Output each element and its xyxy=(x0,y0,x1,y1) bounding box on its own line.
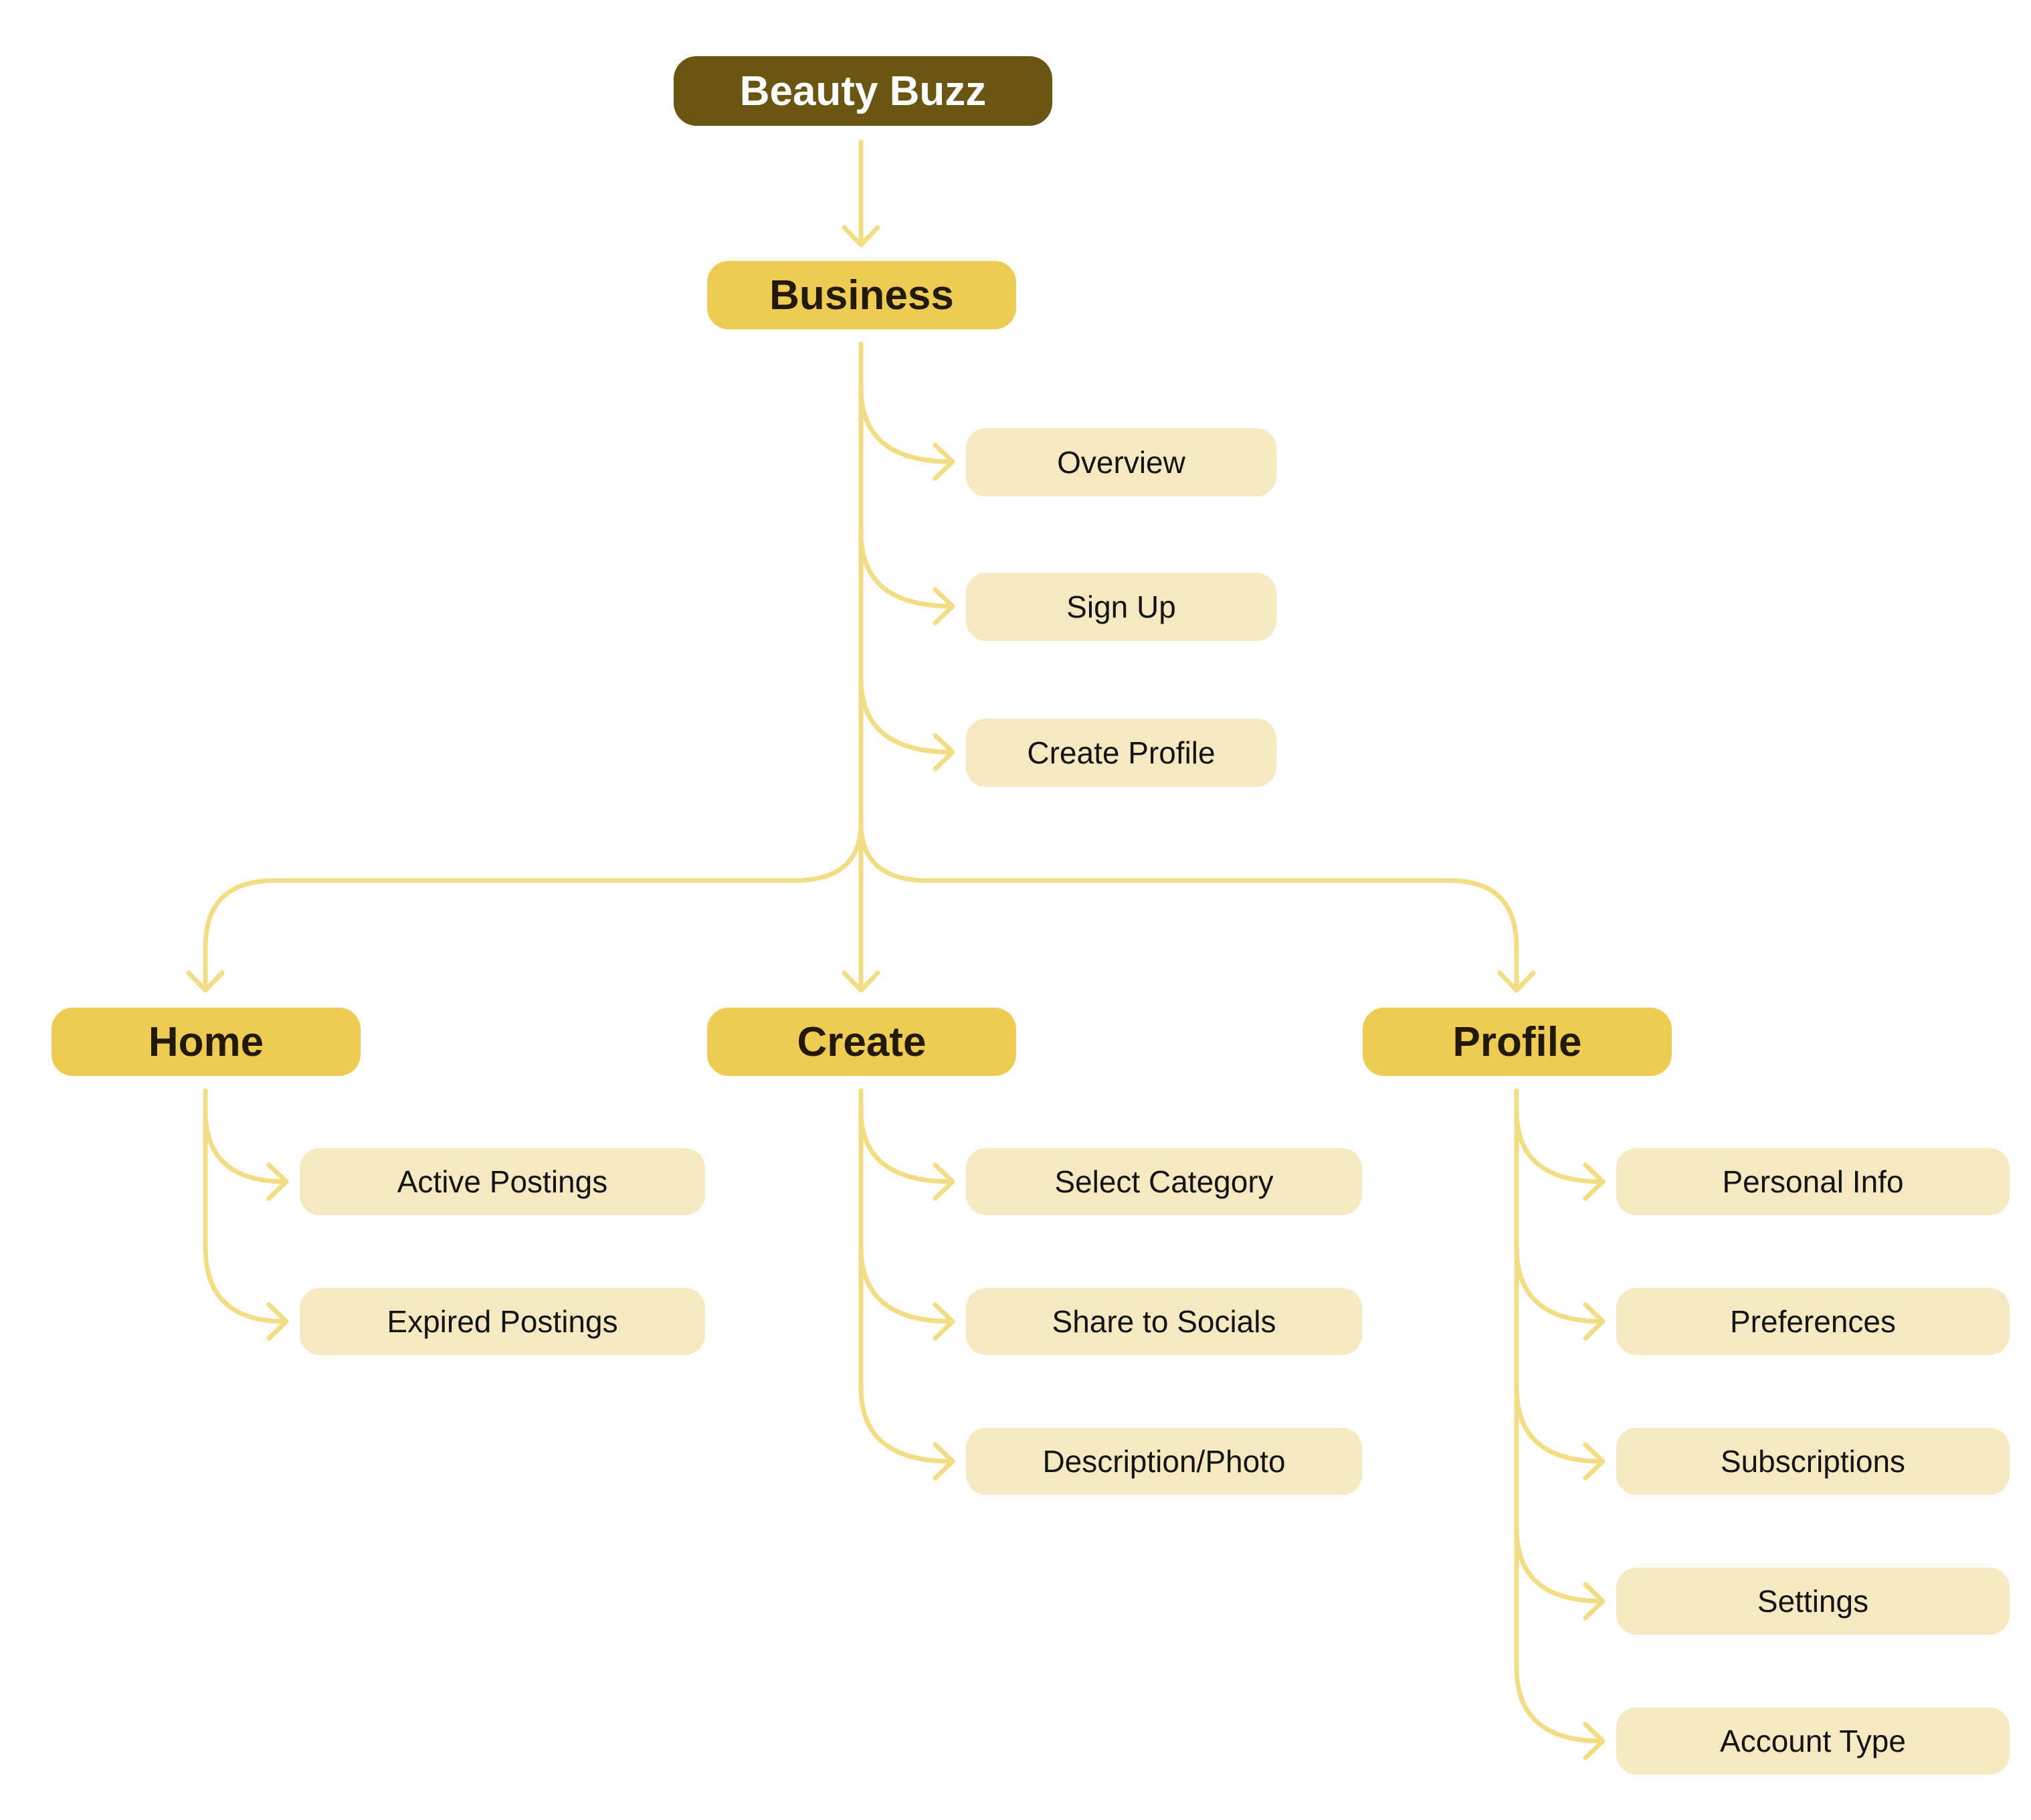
arrow-head-profile xyxy=(1497,970,1536,993)
leaf-node-create-profile[interactable]: Create Profile xyxy=(966,719,1276,787)
arrow-head-overview xyxy=(933,442,955,481)
arrow-head-settings xyxy=(1583,1582,1606,1621)
connector-active-postings xyxy=(203,1108,288,1184)
arrow-head-preferences xyxy=(1583,1302,1606,1341)
connector-settings xyxy=(1514,1526,1604,1604)
arrow-head-create xyxy=(842,970,880,993)
connector-home xyxy=(203,820,864,992)
connector-personal-info xyxy=(1514,1108,1604,1184)
leaf-node-overview[interactable]: Overview xyxy=(966,428,1276,496)
leaf-node-share-to-socials[interactable]: Share to Socials xyxy=(966,1288,1362,1355)
leaf-node-settings[interactable]: Settings xyxy=(1616,1568,2010,1635)
connector-profile xyxy=(858,820,1519,992)
arrow-head-description-photo xyxy=(933,1442,955,1481)
arrow-head-subscriptions xyxy=(1583,1442,1606,1481)
connector-description-photo xyxy=(858,1385,954,1464)
leaf-node-preferences[interactable]: Preferences xyxy=(1616,1288,2010,1355)
leaf-node-subscriptions[interactable]: Subscriptions xyxy=(1616,1428,2010,1495)
arrow-head-business xyxy=(842,225,880,248)
connector-expired-postings xyxy=(203,1245,288,1324)
leaf-node-account-type[interactable]: Account Type xyxy=(1616,1708,2010,1774)
arrow-head-create-profile xyxy=(933,733,955,771)
connector-overview xyxy=(858,385,954,464)
arrow-head-select-category xyxy=(933,1162,955,1201)
leaf-node-select-category[interactable]: Select Category xyxy=(966,1148,1362,1215)
arrow-head-share-to-socials xyxy=(933,1302,955,1341)
connector-preferences xyxy=(1514,1245,1604,1324)
leaf-node-expired-postings[interactable]: Expired Postings xyxy=(300,1288,705,1355)
leaf-node-sign-up[interactable]: Sign Up xyxy=(966,573,1276,641)
section-node-business[interactable]: Business xyxy=(707,261,1016,329)
arrow-head-expired-postings xyxy=(266,1302,289,1341)
root-node-beauty-buzz[interactable]: Beauty Buzz xyxy=(674,56,1052,126)
connector-select-category xyxy=(858,1108,954,1184)
connector-create-profile xyxy=(858,676,954,755)
section-node-home[interactable]: Home xyxy=(52,1008,361,1076)
connector-sign-up xyxy=(858,530,954,609)
section-node-create[interactable]: Create xyxy=(707,1008,1016,1076)
connector-account-type xyxy=(1514,1665,1604,1744)
arrow-head-account-type xyxy=(1583,1722,1606,1760)
connector-share-to-socials xyxy=(858,1245,954,1324)
arrow-head-home xyxy=(186,970,225,993)
leaf-node-personal-info[interactable]: Personal Info xyxy=(1616,1148,2010,1215)
arrow-head-sign-up xyxy=(933,587,955,626)
leaf-node-description-photo[interactable]: Description/Photo xyxy=(966,1428,1362,1495)
arrow-head-active-postings xyxy=(266,1162,289,1201)
leaf-node-active-postings[interactable]: Active Postings xyxy=(300,1148,705,1215)
section-node-profile[interactable]: Profile xyxy=(1363,1008,1672,1076)
arrow-head-personal-info xyxy=(1583,1162,1606,1201)
connector-subscriptions xyxy=(1514,1385,1604,1464)
